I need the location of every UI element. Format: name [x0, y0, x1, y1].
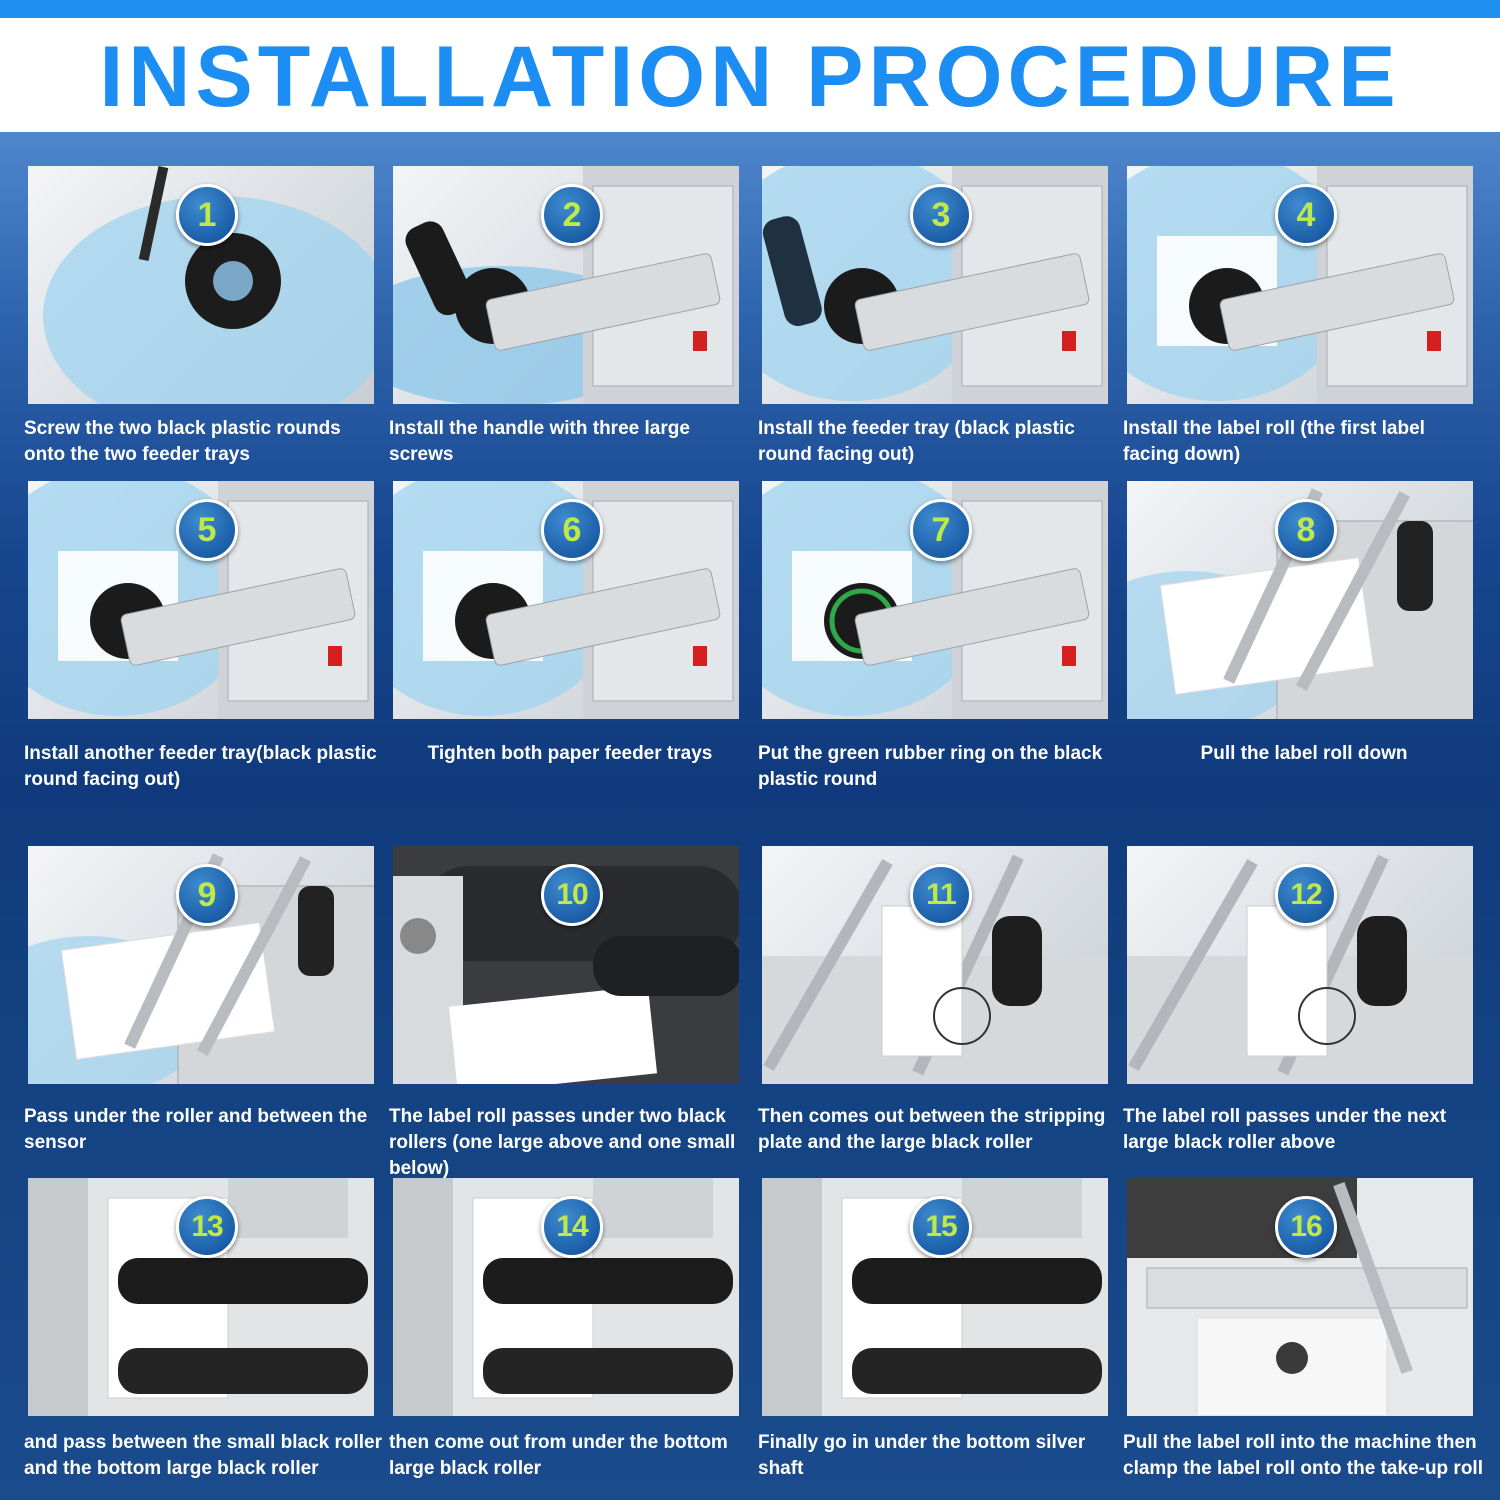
step-caption: and pass between the small black roller … [24, 1432, 382, 1479]
step-photo-illustration [1127, 854, 1473, 1084]
step-caption: Install the label roll (the first label … [1123, 418, 1425, 465]
step-number-badge: 4 [1275, 184, 1337, 246]
step-number-badge: 9 [176, 864, 238, 926]
step-photo-illustration [1127, 488, 1473, 719]
step-caption: Install the feeder tray (black plastic r… [758, 418, 1075, 465]
step-number-badge: 2 [541, 184, 603, 246]
top-accent-bar [0, 0, 1500, 18]
step-caption: Install the handle with three large scre… [389, 418, 690, 465]
step-photo: 16 [1127, 1178, 1473, 1416]
step-photo-illustration [762, 481, 1108, 719]
step-number-badge: 7 [910, 499, 972, 561]
step-number-badge: 14 [541, 1196, 603, 1258]
step-caption: Pull the label roll down [1200, 743, 1408, 764]
step-photo-illustration [28, 481, 374, 719]
step-number-badge: 16 [1275, 1196, 1337, 1258]
step-photo: 10 [393, 846, 739, 1084]
step-photo-illustration [762, 854, 1108, 1084]
step-photo: 4 [1127, 166, 1473, 404]
step-photo: 9 [28, 846, 374, 1084]
step-caption: Put the green rubber ring on the black p… [758, 743, 1103, 790]
step-photo: 1 [28, 166, 374, 404]
step-photo: 7 [762, 481, 1108, 719]
step-photo: 5 [28, 481, 374, 719]
step-photo-illustration [762, 1178, 1108, 1416]
step-photo-illustration [28, 1178, 374, 1416]
step-caption: Finally go in under the bottom silver sh… [758, 1432, 1086, 1479]
step-number-badge: 5 [176, 499, 238, 561]
step-number-badge: 8 [1275, 499, 1337, 561]
step-number-badge: 11 [910, 864, 972, 926]
step-caption: Screw the two black plastic rounds onto … [24, 418, 341, 465]
step-caption: Pass under the roller and between the se… [24, 1106, 368, 1153]
step-photo-illustration [393, 481, 739, 719]
step-photo: 14 [393, 1178, 739, 1416]
step-photo: 2 [393, 166, 739, 404]
step-photo-illustration [393, 166, 739, 404]
step-photo: 3 [762, 166, 1108, 404]
step-number-badge: 10 [541, 864, 603, 926]
step-caption: Install another feeder tray(black plasti… [24, 743, 377, 790]
step-caption: The label roll passes under the next lar… [1123, 1106, 1447, 1153]
step-photo: 11 [762, 846, 1108, 1084]
step-photo: 15 [762, 1178, 1108, 1416]
step-caption: Tighten both paper feeder trays [427, 743, 713, 764]
step-photo: 13 [28, 1178, 374, 1416]
step-caption: then come out from under the bottom larg… [389, 1432, 728, 1479]
step-number-badge: 15 [910, 1196, 972, 1258]
step-photo: 8 [1127, 481, 1473, 719]
step-number-badge: 13 [176, 1196, 238, 1258]
step-number-badge: 3 [910, 184, 972, 246]
step-photo: 12 [1127, 846, 1473, 1084]
step-caption: The label roll passes under two black ro… [389, 1106, 736, 1179]
step-photo-illustration [43, 166, 374, 404]
step-number-badge: 1 [176, 184, 238, 246]
step-photo: 6 [393, 481, 739, 719]
step-number-badge: 12 [1275, 864, 1337, 926]
step-photo-illustration [762, 166, 1108, 404]
page-title: INSTALLATION PROCEDURE [99, 29, 1401, 125]
step-number-badge: 6 [541, 499, 603, 561]
step-photo-illustration [393, 846, 739, 1084]
step-caption: Then comes out between the stripping pla… [758, 1106, 1106, 1153]
step-caption: Pull the label roll into the machine the… [1123, 1432, 1483, 1479]
